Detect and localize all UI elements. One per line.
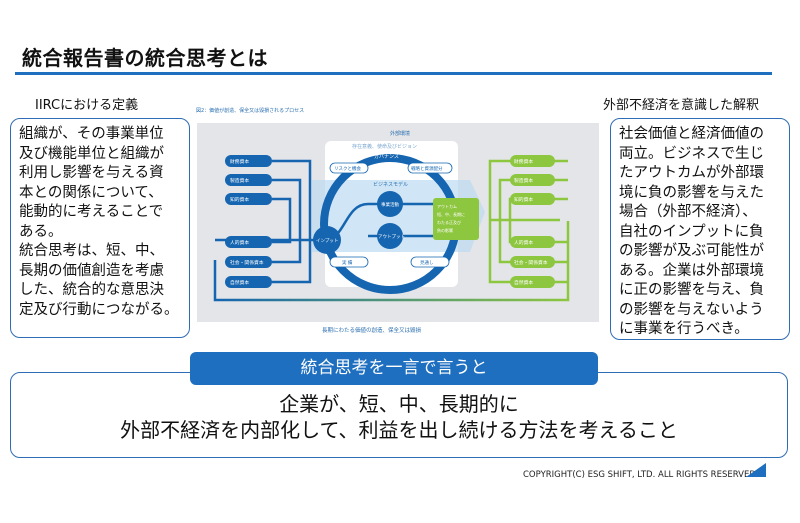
bottom-caption: 長期にわたる価値の創造、保全又は毀損 (322, 326, 422, 334)
input-label: インプット (316, 238, 338, 244)
outcome-capital-label: 社会・関係資本 (514, 259, 548, 266)
left-text-line: 長期の価値創造を考慮 (19, 262, 164, 279)
left-text-line: 定及び行動につながる。 (19, 301, 179, 318)
feedback-loop (213, 221, 570, 302)
right-text-line: 両立。ビジネスで生じ (619, 145, 764, 162)
value-creation-diagram: 図2：価値が創造、保全又は毀損されるプロセス 外部環境 存在意義、使命及びビジョ… (196, 107, 599, 337)
input-capital-pill (225, 256, 272, 268)
left-text-line: 利用し影響を与える資 (19, 165, 164, 181)
outcome-capital-pill (510, 256, 555, 268)
outcome-capital-pill (510, 276, 555, 288)
left-text-line: 統合思考は、短、中、 (19, 243, 164, 259)
outlook-label: 見通し (420, 259, 434, 266)
output-node (377, 223, 403, 249)
left-text-line: した、統合的な意思決 (19, 282, 164, 298)
external-environment-label: 外部環境 (390, 130, 410, 137)
capital-input-flow (272, 178, 302, 240)
left-text-line: 及び機能単位と組織が (19, 145, 164, 162)
right-text-line: の影響を与えないよう (619, 301, 764, 318)
risk-label: リスクと機会 (334, 165, 361, 172)
input-capital-pill (225, 236, 272, 248)
outcome-capital-pill (510, 155, 555, 167)
esg-shift-logo (746, 463, 766, 477)
right-text-line: 境に負の影響を与えた (619, 184, 764, 201)
input-node (313, 226, 341, 254)
summary-banner: 統合思考を一言で言うと (190, 352, 598, 385)
interpretation-box: 社会価値と経済価値の両立。ビジネスで生じたアウトカムが外部環境に負の影響を与えた… (610, 118, 790, 340)
summary-line-1: 企業が、短、中、長期的に (279, 392, 519, 416)
page-title: 統合報告書の統合思考とは (22, 46, 268, 70)
input-capital-label: 社会・関係資本 (230, 259, 264, 266)
outcome-label: 負の影響 (437, 227, 453, 233)
outcome-label: 短、中、長期に (437, 211, 465, 217)
activities-node (377, 191, 403, 217)
input-capital-pill (225, 276, 272, 288)
input-capital-label: 財務資本 (230, 158, 249, 165)
right-text-line: 社会価値と経済価値の (619, 126, 764, 142)
performance-label: 実 績 (342, 259, 353, 266)
right-text-line: たアウトカムが外部環 (619, 165, 764, 181)
outcome-capital-label: 財務資本 (514, 158, 533, 165)
summary-line-2: 外部不経済を内部化して、利益を出し続ける方法を考えること (120, 418, 678, 442)
interpretation-label: 外部不経済を意識した解釈 (603, 98, 760, 113)
input-capital-label: 知的資本 (230, 196, 249, 203)
outcome-capital-label: 製造資本 (514, 177, 533, 184)
capital-input-flow (272, 240, 302, 264)
capital-input-flow (272, 197, 292, 240)
outcome-capital-pill (510, 236, 555, 248)
right-text-line: の影響が及ぶ可能性が (619, 243, 764, 259)
governance-label: ガバナンス (374, 153, 399, 160)
diagram-caption: 図2：価値が創造、保全又は毀損されるプロセス (196, 107, 304, 114)
input-capital-pill (225, 155, 272, 167)
mission-label: 存在意義、使命及びビジョン (352, 143, 417, 150)
outcome-capital-label: 人的資本 (514, 239, 533, 246)
left-text-line: 能動的に考えることで (19, 204, 164, 220)
outcome-capital-label: 知的資本 (514, 196, 533, 203)
copyright-text: COPYRIGHT(C) ESG SHIFT, LTD. ALL RIGHTS … (523, 470, 756, 480)
output-label: アウトプット (378, 233, 405, 240)
right-text-line: に正の影響を与え、負 (619, 282, 764, 298)
right-text-line: 自社のインプットに負 (619, 223, 764, 240)
iirc-definition-box: 組織が、その事業単位及び機能単位と組織が利用し影響を与える資本との関係について、… (10, 118, 190, 338)
input-capital-pill (225, 174, 272, 186)
iirc-definition-label: IIRCにおける定義 (35, 98, 139, 113)
strategy-label: 戦略と資源配分 (411, 165, 443, 172)
outcome-capital-pill (510, 174, 555, 186)
outcome-box (433, 198, 479, 240)
right-text-line: 場合（外部不経済）、 (619, 204, 757, 220)
input-capital-label: 製造資本 (230, 177, 249, 184)
outcome-label: わたる正及び (437, 219, 461, 225)
capital-input-flow (272, 240, 312, 284)
outcome-label: アウトカム (437, 203, 457, 209)
business-model-label: ビジネスモデル (373, 181, 408, 188)
right-text-line: に事業を行うべき。 (619, 321, 749, 337)
outcome-capital-pill (510, 193, 555, 205)
capital-input-flow (272, 159, 312, 240)
left-text-line: 本との関係について、 (19, 184, 163, 201)
left-text-line: 組織が、その事業単位 (19, 126, 164, 142)
summary-box: 企業が、短、中、長期的に 外部不経済を内部化して、利益を出し続ける方法を考えるこ… (10, 372, 788, 458)
input-capital-label: 人的資本 (230, 239, 249, 246)
outcome-capital-label: 自然資本 (514, 279, 533, 286)
left-text-line: ある。 (19, 223, 63, 240)
input-capital-pill (225, 193, 272, 205)
right-text-line: ある。企業は外部環境 (619, 262, 764, 279)
title-divider (15, 72, 772, 75)
input-capital-label: 自然資本 (230, 279, 249, 286)
activities-label: 事業活動 (381, 201, 399, 208)
